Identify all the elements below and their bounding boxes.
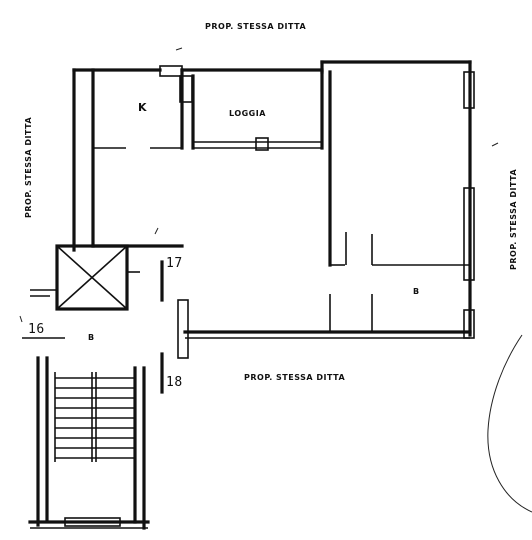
entry-door xyxy=(160,260,189,394)
sketch-curve xyxy=(487,334,532,513)
top-wall xyxy=(72,60,472,77)
middle-wall xyxy=(91,227,184,248)
bottom-neighbor-label: PROP. STESSA DITTA xyxy=(244,373,346,382)
left-wall xyxy=(72,68,182,252)
room-b-right-label: B xyxy=(413,287,420,296)
right-neighbor-label: PROP. STESSA DITTA xyxy=(509,168,518,270)
mark xyxy=(175,47,183,51)
corridor-wall xyxy=(183,294,475,339)
mark xyxy=(491,142,499,147)
landing xyxy=(19,315,65,339)
kitchen-label: K xyxy=(138,101,148,114)
staircase xyxy=(28,356,150,530)
number-16: 16 xyxy=(28,322,45,337)
left-neighbor-label: PROP. STESSA DITTA xyxy=(24,116,33,218)
kitchen-partition xyxy=(179,68,322,151)
elevator-shaft xyxy=(30,244,140,311)
loggia-label: LOGGIA xyxy=(229,109,266,118)
number-18: 18 xyxy=(166,375,183,390)
number-17: 17 xyxy=(166,256,183,271)
room-b-left-label: B xyxy=(88,333,95,342)
room-right xyxy=(320,60,475,337)
top-neighbor-label: PROP. STESSA DITTA xyxy=(205,22,307,31)
